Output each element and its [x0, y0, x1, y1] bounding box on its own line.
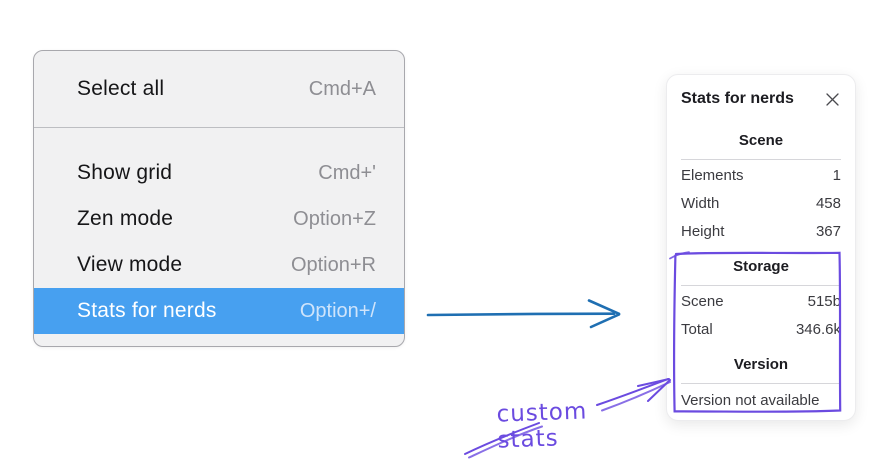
annotation-label: custom stats — [496, 398, 588, 454]
menu-item-label: Zen mode — [77, 207, 174, 230]
stats-section-scene: Scene Elements 1 Width 458 Height 367 — [681, 131, 841, 244]
menu-item-shortcut: Option+R — [290, 253, 376, 276]
stat-label: Elements — [681, 166, 744, 184]
close-icon[interactable] — [823, 90, 841, 108]
menu-section-bottom: Show grid Cmd+' Zen mode Option+Z View m… — [34, 128, 404, 346]
stat-value: 458 — [815, 194, 841, 212]
menu-item-shortcut: Option+Z — [293, 207, 376, 230]
stat-row-scene-storage: Scene 515b — [681, 286, 841, 314]
menu-item-stats-for-nerds[interactable]: Stats for nerds Option+/ — [34, 288, 404, 334]
section-header: Scene — [738, 132, 784, 149]
stat-value: 515b — [807, 292, 841, 310]
arrow-right-icon — [426, 299, 621, 329]
stat-label: Total — [681, 320, 713, 338]
section-divider — [681, 159, 841, 160]
menu-item-label: Select all — [77, 77, 165, 100]
version-note: Version not available — [681, 391, 820, 409]
menu-item-show-grid[interactable]: Show grid Cmd+' — [34, 150, 404, 196]
stat-value: 367 — [815, 222, 841, 240]
stat-row-height: Height 367 — [681, 216, 841, 244]
stat-value: 1 — [832, 166, 841, 184]
context-menu: Select all Cmd+A Show grid Cmd+' Zen mod… — [33, 50, 405, 347]
menu-divider — [34, 127, 404, 128]
stat-row-elements: Elements 1 — [681, 160, 841, 188]
stat-label: Width — [681, 194, 720, 212]
menu-item-zen-mode[interactable]: Zen mode Option+Z — [34, 196, 404, 242]
menu-item-select-all[interactable]: Select all Cmd+A — [34, 51, 404, 127]
menu-item-shortcut: Option+/ — [299, 299, 376, 322]
stat-label: Scene — [681, 292, 724, 310]
stats-panel-header: Stats for nerds — [681, 87, 841, 111]
stats-panel-title: Stats for nerds — [681, 90, 794, 107]
menu-item-label: Stats for nerds — [77, 299, 217, 322]
stat-label: Height — [681, 222, 725, 240]
stats-panel: Stats for nerds Scene Elements 1 Width 4… — [666, 74, 856, 421]
section-header: Version — [733, 356, 789, 373]
stat-row-total-storage: Total 346.6k — [681, 314, 841, 342]
stat-value: 346.6k — [795, 320, 841, 338]
menu-item-label: View mode — [77, 253, 183, 276]
menu-item-shortcut: Cmd+' — [318, 161, 376, 184]
stats-section-storage: Storage Scene 515b Total 346.6k — [681, 257, 841, 342]
section-header: Storage — [733, 258, 789, 275]
menu-item-shortcut: Cmd+A — [308, 77, 376, 100]
menu-item-label: Show grid — [77, 161, 173, 184]
menu-item-view-mode[interactable]: View mode Option+R — [34, 242, 404, 288]
stat-row-width: Width 458 — [681, 188, 841, 216]
stats-section-version: Version Version not available — [681, 355, 841, 412]
menu-section-top: Select all Cmd+A — [34, 51, 404, 127]
